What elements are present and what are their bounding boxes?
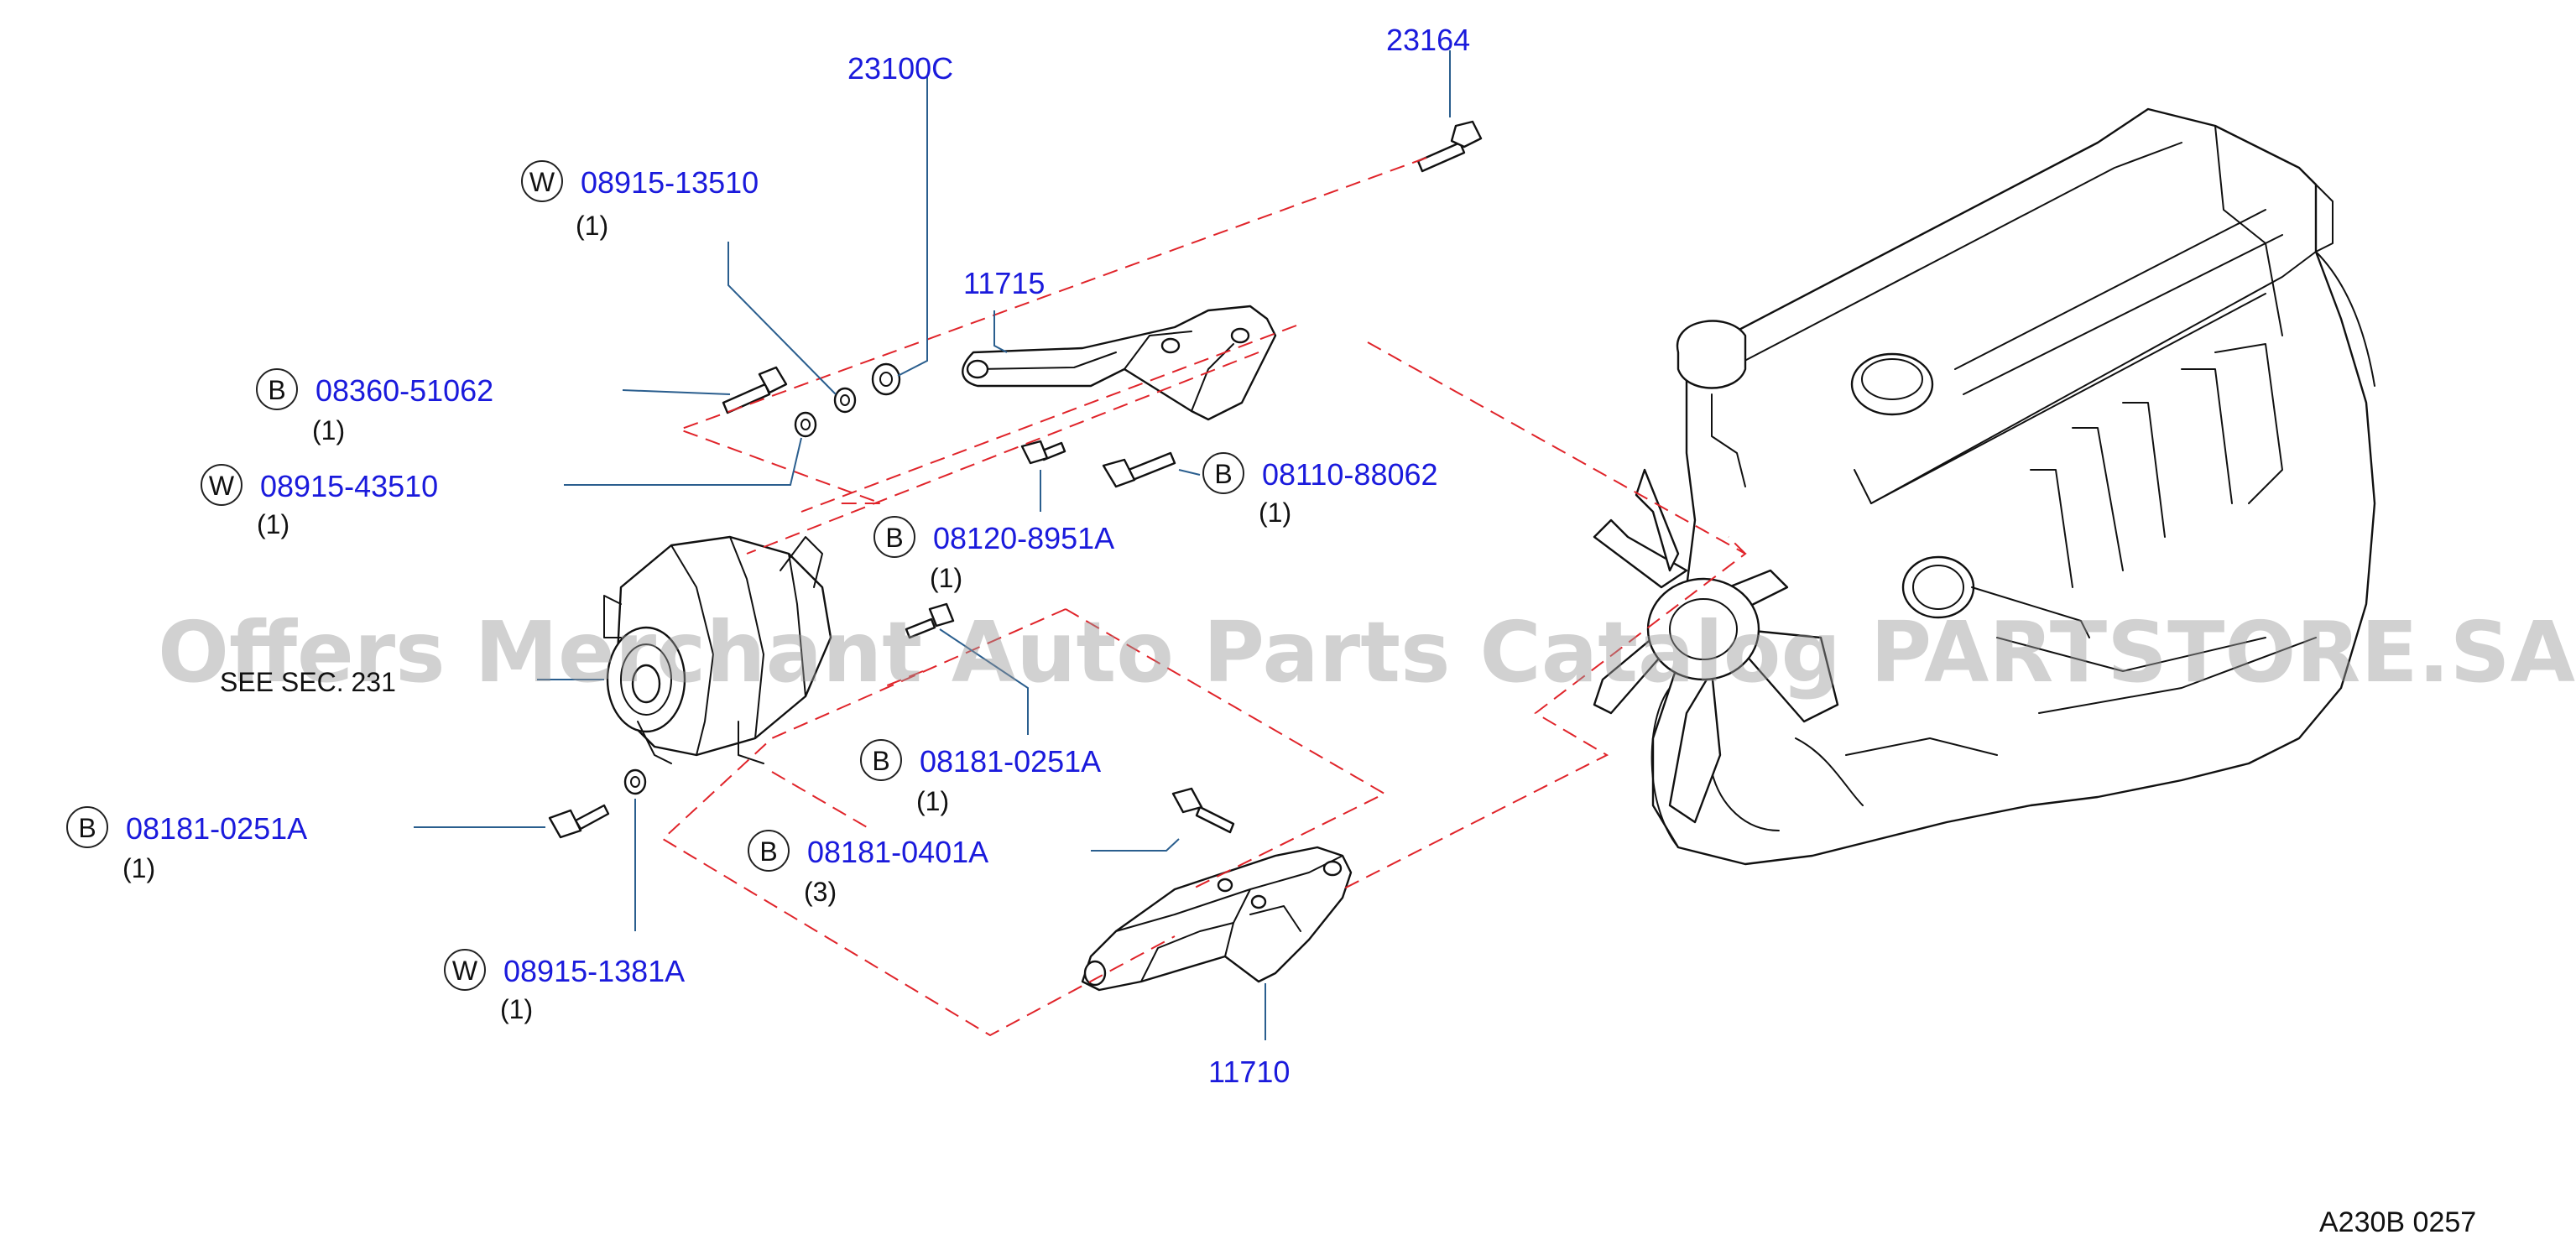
callout-part-number[interactable]: 23164 — [1386, 23, 1470, 57]
bolt-08120-8951a-illustration — [1020, 440, 1066, 465]
callout-part-number[interactable]: 08915-43510 — [260, 469, 438, 503]
bolt-08110-88062-illustration — [1102, 451, 1176, 488]
bolt-badge-letter: B — [872, 746, 889, 776]
callout-quantity: (1) — [576, 211, 608, 241]
bolt-badge-letter: B — [759, 836, 777, 867]
callout-part-number[interactable]: 08181-0251A — [920, 744, 1101, 779]
callout-quantity: (1) — [257, 509, 289, 539]
washer-08915-1381a-illustration — [623, 768, 647, 795]
watermark-text: Offers Merchant Auto Parts Catalog PARTS… — [158, 603, 2575, 701]
bolt-badge-circle — [873, 516, 915, 558]
callout-part-number[interactable]: 08915-1381A — [503, 954, 685, 988]
bolt-badge-letter: B — [268, 375, 285, 405]
callout-part-number[interactable]: 08181-0251A — [126, 811, 307, 846]
assembly-lines — [661, 157, 1747, 1037]
lower-bracket-illustration — [1081, 846, 1353, 992]
callout-quantity: (1) — [312, 415, 345, 445]
bolt-badge-letter: B — [1214, 459, 1232, 489]
callout-part-number[interactable]: 08120-8951A — [933, 521, 1114, 555]
bolt-badge-circle — [256, 368, 298, 410]
engine-block-illustration — [1650, 107, 2376, 866]
alternator-illustration — [603, 535, 832, 764]
callout-part-number[interactable]: 08110-88062 — [1262, 457, 1438, 492]
washer-08915-13510-illustration — [833, 387, 857, 414]
upper-bracket-illustration — [962, 305, 1277, 421]
callout-quantity: (1) — [123, 853, 155, 883]
callout-part-number[interactable]: 08181-0401A — [807, 835, 988, 869]
washer-badge-letter: W — [529, 167, 555, 197]
bolt-08360-51062-illustration — [722, 366, 788, 414]
callout-part-number[interactable]: 08360-51062 — [315, 373, 493, 408]
callout-part-number[interactable]: 11710 — [1208, 1055, 1290, 1089]
callout-part-number[interactable]: 11715 — [963, 266, 1045, 300]
callout-quantity: (1) — [500, 994, 533, 1024]
leader-lines — [414, 50, 1451, 1040]
bolt-08181-0401a-illustration — [1171, 787, 1235, 834]
washer-badge-letter: W — [209, 471, 235, 501]
washer-badge-circle — [201, 464, 242, 506]
bolt-badge-circle — [66, 806, 108, 848]
bolt-badge-circle — [1202, 452, 1244, 494]
callout-quantity: (3) — [804, 877, 837, 907]
washer-08915-43510-illustration — [794, 411, 817, 438]
callout-quantity: (1) — [916, 786, 949, 816]
see-section-note[interactable]: SEE SEC. 231 — [220, 667, 396, 697]
washer-badge-circle — [444, 949, 486, 991]
bolt-23164-illustration — [1416, 120, 1483, 173]
nut-23100c-illustration — [871, 362, 901, 396]
bolt-badge-circle — [860, 739, 902, 781]
bolt-badge-letter: B — [885, 523, 903, 553]
callout-part-number[interactable]: 08915-13510 — [581, 165, 759, 200]
callout-quantity: (1) — [930, 563, 962, 593]
washer-badge-letter: W — [452, 956, 478, 986]
washer-badge-circle — [521, 160, 563, 202]
cooling-fan-illustration — [1593, 468, 1839, 824]
bolt-badge-circle — [748, 830, 790, 872]
bolt-badge-letter: B — [78, 813, 96, 843]
callout-quantity: (1) — [1259, 497, 1291, 528]
bolt-08181-0251a-right-illustration — [905, 602, 955, 639]
callout-part-number[interactable]: 23100C — [847, 51, 953, 86]
bolt-08181-0251a-left-illustration — [548, 804, 610, 839]
diagram-code: A230B 0257 — [2319, 1206, 2476, 1238]
